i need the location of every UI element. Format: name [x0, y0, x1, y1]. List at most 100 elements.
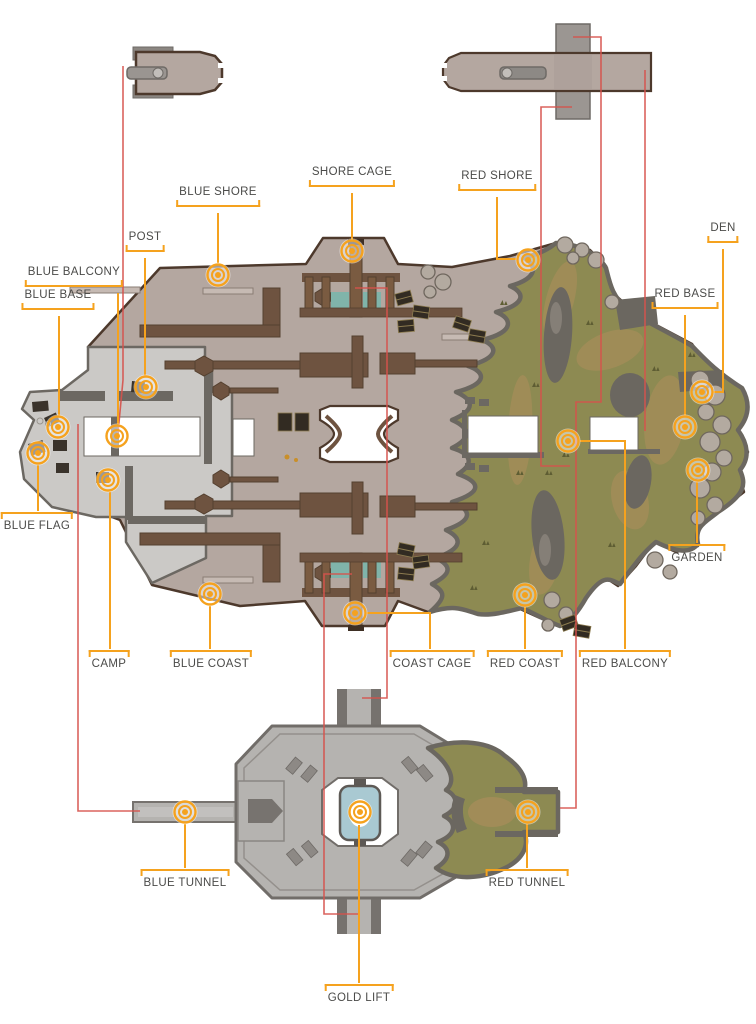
alcove-wedge	[248, 799, 283, 823]
wall	[371, 689, 381, 745]
callout-bracket	[308, 180, 396, 187]
callout-red-base: RED BASE	[651, 288, 719, 309]
room-east-floor	[441, 51, 653, 93]
callout-stems	[37, 193, 724, 983]
callout-bracket	[668, 544, 726, 551]
teal-pool	[331, 292, 349, 311]
callout-bracket	[486, 650, 564, 657]
callout-label: DEN	[710, 222, 736, 234]
callout-bracket	[707, 236, 739, 243]
callout-blue-shore: BLUE SHORE	[176, 186, 260, 207]
floor-cutout	[232, 418, 255, 457]
callout-label: RED BASE	[654, 288, 716, 300]
callout-bracket	[176, 200, 260, 207]
callout-bracket	[88, 650, 130, 657]
callout-bracket	[651, 302, 719, 309]
wall	[371, 878, 381, 934]
rock-piles	[531, 287, 652, 580]
stem-red-balcony	[580, 440, 626, 649]
marker-blue-shore-icon	[204, 261, 232, 289]
room-east-notch	[441, 63, 447, 68]
callout-bracket	[485, 869, 569, 876]
capsule-highlight	[152, 67, 164, 79]
teleport-line-coast-cage-to-hub	[323, 573, 358, 915]
crate	[53, 440, 67, 451]
detached-room-west	[126, 46, 224, 99]
teleport-line-east-room-to-red-tunnel	[560, 36, 602, 809]
walls-brown	[139, 287, 478, 583]
stem-coast-cage	[367, 612, 431, 649]
floor-cutout	[83, 416, 201, 457]
wall	[337, 878, 347, 934]
callout-blue-base: BLUE BASE	[21, 289, 95, 310]
callout-label: BLUE BALCONY	[27, 266, 121, 278]
callout-label: BLUE COAST	[172, 658, 250, 670]
hub-pebbles	[285, 755, 434, 867]
callout-red-shore: RED SHORE	[458, 170, 536, 191]
marker-red-coast-icon	[511, 581, 539, 609]
central-hole	[318, 404, 400, 464]
callout-bracket	[169, 650, 253, 657]
callout-label: COAST CAGE	[392, 658, 472, 670]
teleport-lines	[77, 36, 646, 915]
callout-bracket	[125, 245, 165, 252]
callout-bracket	[389, 650, 475, 657]
callout-red-balcony: RED BALCONY	[578, 650, 672, 671]
callout-red-coast: RED COAST	[486, 650, 564, 671]
callout-blue-flag: BLUE FLAG	[0, 512, 74, 533]
room-west-notch	[218, 78, 224, 83]
callout-blue-balcony: BLUE BALCONY	[24, 266, 124, 287]
wall	[58, 391, 105, 401]
marker-red-shore-icon	[514, 246, 542, 274]
callout-label: BLUE TUNNEL	[143, 877, 227, 889]
main-map	[18, 236, 750, 639]
callout-label: RED BALCONY	[581, 658, 669, 670]
callout-label: BLUE FLAG	[3, 520, 71, 532]
teleport-line-shore-cage-to-hub	[355, 287, 388, 699]
callout-label: GOLD LIFT	[327, 992, 391, 1004]
railings	[69, 286, 479, 584]
marker-red-balcony-icon	[554, 427, 582, 455]
room-east-south-stub	[555, 88, 591, 120]
detached-room-east	[441, 23, 653, 120]
marker-shore-cage-icon	[338, 237, 366, 265]
floor-cutout	[467, 415, 539, 454]
wall	[462, 410, 467, 458]
wall	[337, 689, 347, 745]
marker-camp-icon	[94, 466, 122, 494]
marker-garden-icon	[684, 456, 712, 484]
callout-shore-cage: SHORE CAGE	[308, 166, 396, 187]
stem-red-shore	[496, 197, 516, 260]
marker-blue-balcony-icon	[103, 422, 131, 450]
callout-den: DEN	[707, 222, 739, 243]
wall	[128, 516, 206, 524]
room-east-cross-shade	[554, 55, 592, 89]
wall	[125, 466, 133, 520]
rock-band	[451, 795, 467, 833]
callout-label: POST	[128, 231, 162, 243]
marker-blue-base-icon	[44, 413, 72, 441]
crate	[56, 463, 69, 473]
dirt-patch	[468, 797, 516, 827]
doodle	[36, 417, 44, 425]
capsule-highlight	[501, 67, 513, 79]
callout-post: POST	[125, 231, 165, 252]
callout-label: CAMP	[91, 658, 127, 670]
blue-base-area	[18, 345, 255, 585]
teleport-line-east-room-to-red-balcony	[540, 106, 572, 467]
callout-blue-coast: BLUE COAST	[169, 650, 253, 671]
callout-label: SHORE CAGE	[311, 166, 393, 178]
base-floor	[18, 345, 234, 585]
callout-label: BLUE SHORE	[179, 186, 257, 198]
teleport-line-west-room-to-blue-balcony	[117, 66, 124, 434]
callout-label: RED TUNNEL	[488, 877, 566, 889]
teleport-line-blue-base-to-blue-tunnel	[77, 424, 140, 812]
marker-red-base-icon	[671, 413, 699, 441]
callout-bracket	[140, 869, 230, 876]
marker-blue-coast-icon	[196, 580, 224, 608]
callout-bracket	[24, 280, 124, 287]
marker-blue-tunnel-icon	[171, 798, 199, 826]
callout-label: RED SHORE	[461, 170, 533, 182]
